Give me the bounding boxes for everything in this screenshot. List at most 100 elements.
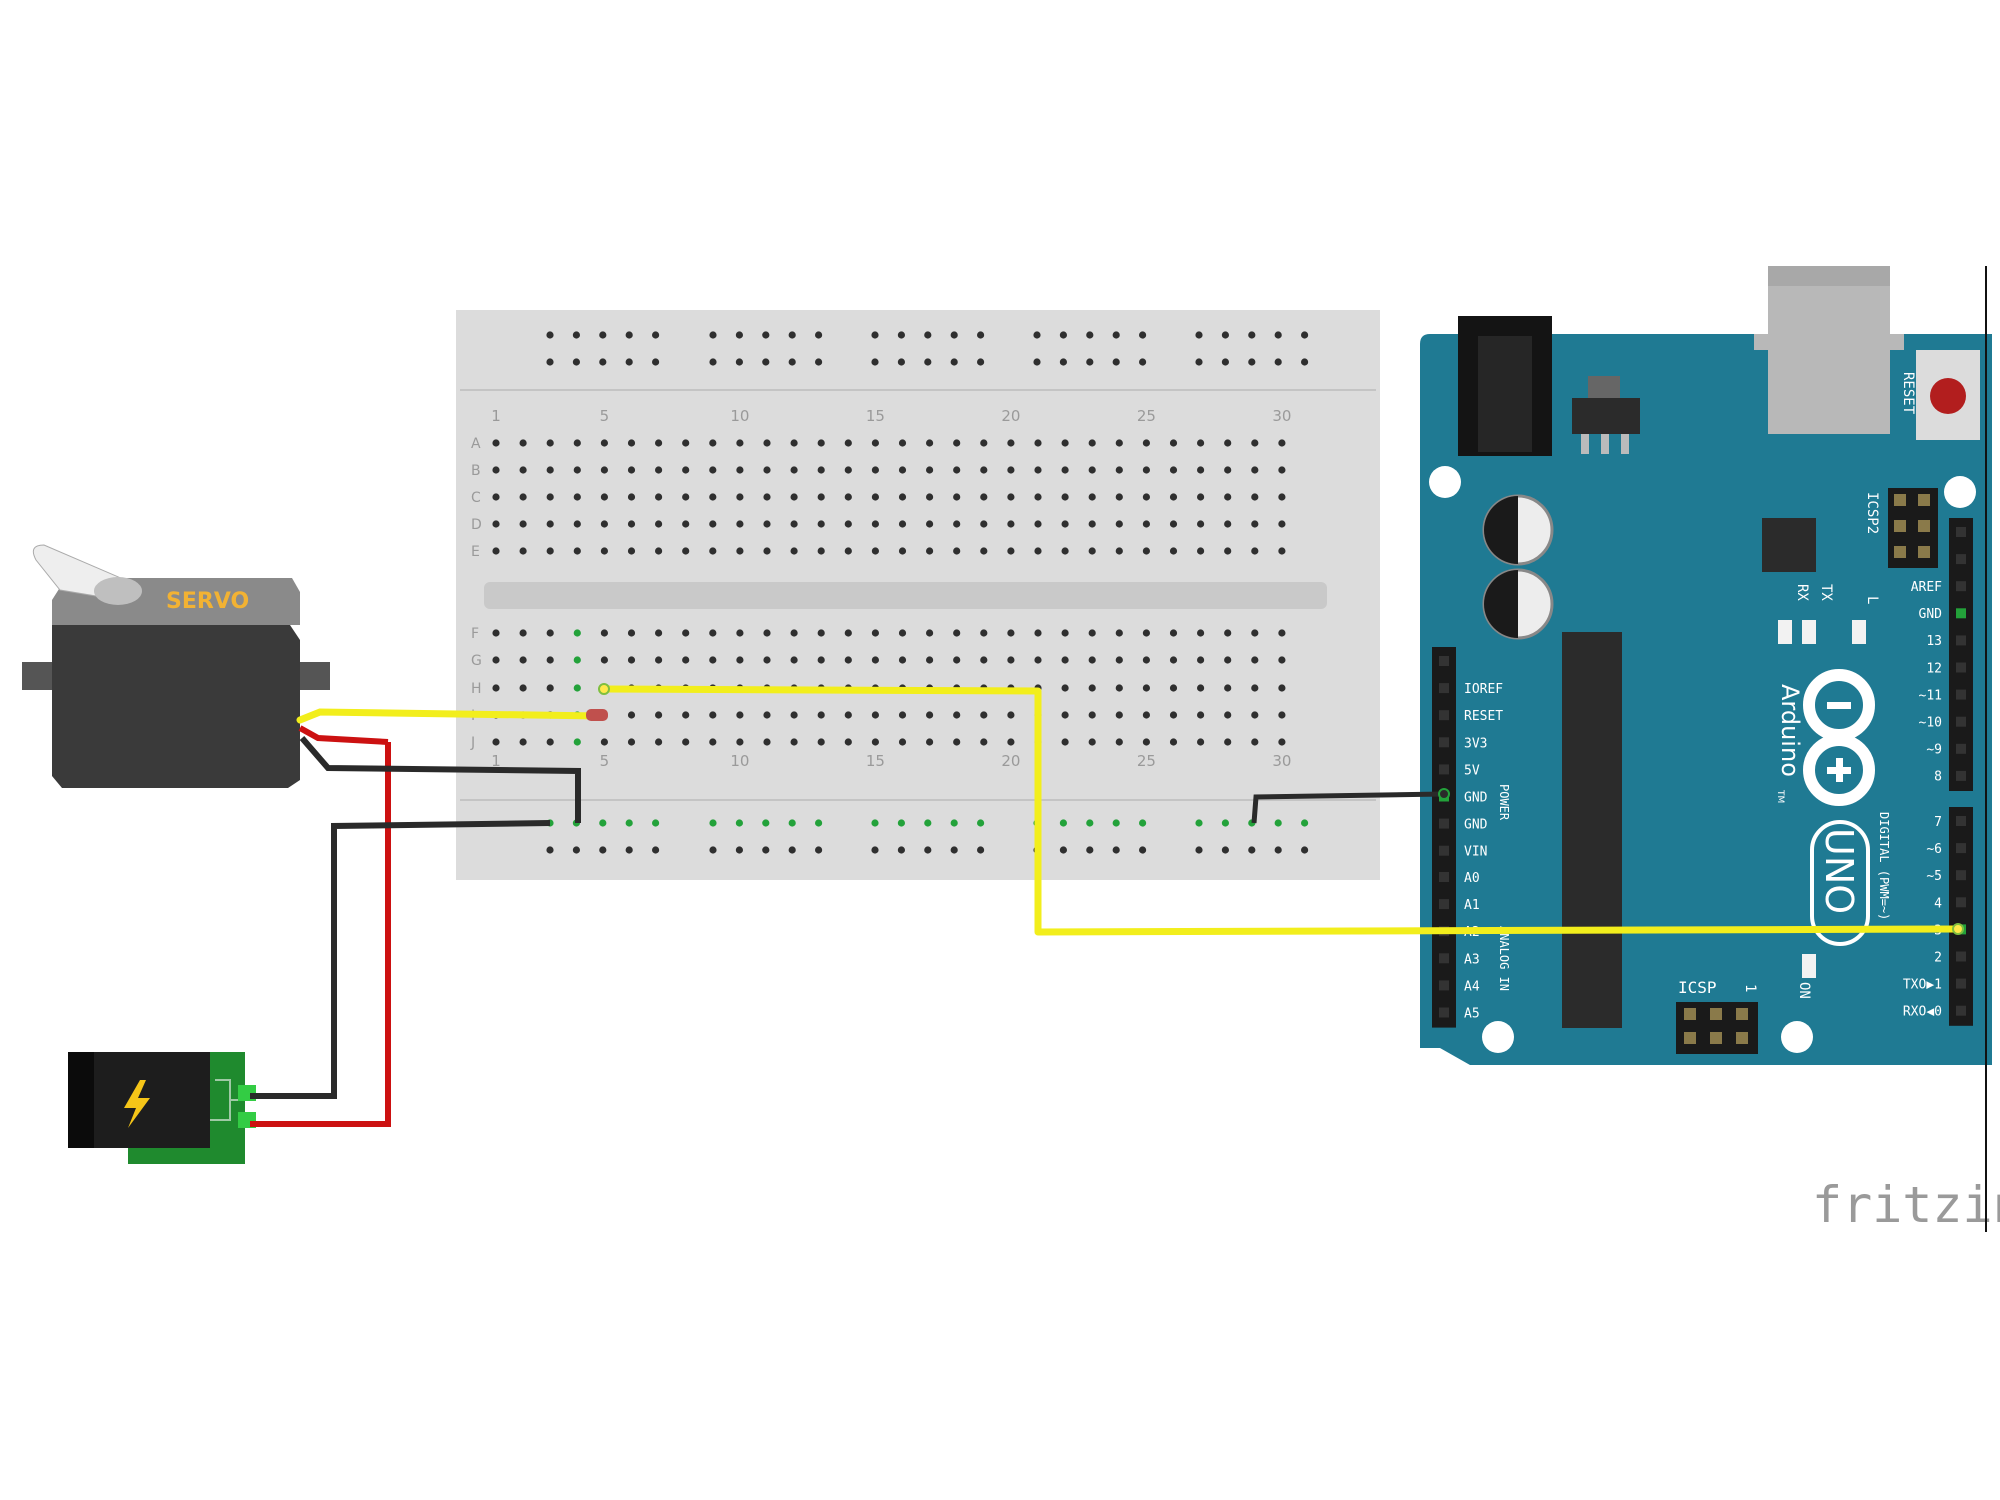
breadboard-hole[interactable] bbox=[627, 547, 636, 555]
breadboard-hole[interactable] bbox=[950, 846, 958, 854]
breadboard-hole[interactable] bbox=[1115, 738, 1123, 746]
breadboard-hole[interactable] bbox=[953, 656, 961, 664]
breadboard-hole[interactable] bbox=[1059, 819, 1067, 827]
breadboard-hole[interactable] bbox=[1278, 629, 1286, 637]
breadboard-hole[interactable] bbox=[763, 711, 771, 719]
header-pin[interactable] bbox=[1956, 662, 1966, 673]
breadboard-hole[interactable] bbox=[546, 738, 554, 746]
breadboard-hole[interactable] bbox=[709, 819, 717, 827]
breadboard-hole[interactable] bbox=[871, 711, 880, 719]
breadboard-hole[interactable] bbox=[817, 711, 825, 719]
breadboard-hole[interactable] bbox=[1224, 629, 1232, 637]
breadboard-hole[interactable] bbox=[953, 439, 961, 447]
breadboard-hole[interactable] bbox=[652, 358, 660, 366]
breadboard-hole[interactable] bbox=[625, 819, 633, 827]
breadboard-hole[interactable] bbox=[627, 629, 636, 637]
breadboard-hole[interactable] bbox=[736, 439, 744, 447]
breadboard-hole[interactable] bbox=[1197, 738, 1205, 746]
breadboard-hole[interactable] bbox=[709, 711, 717, 719]
breadboard-hole[interactable] bbox=[682, 493, 690, 501]
breadboard-hole[interactable] bbox=[546, 547, 554, 555]
breadboard-hole[interactable] bbox=[736, 629, 744, 637]
breadboard-hole[interactable] bbox=[844, 439, 852, 447]
breadboard-hole[interactable] bbox=[546, 656, 554, 664]
header-pin[interactable] bbox=[1956, 870, 1966, 881]
breadboard-hole[interactable] bbox=[815, 358, 823, 366]
breadboard-hole[interactable] bbox=[1274, 331, 1282, 339]
breadboard-hole[interactable] bbox=[1142, 656, 1150, 664]
breadboard-hole[interactable] bbox=[953, 711, 961, 719]
breadboard-hole[interactable] bbox=[1169, 520, 1178, 528]
breadboard-hole[interactable] bbox=[655, 711, 663, 719]
breadboard-hole[interactable] bbox=[980, 466, 988, 474]
breadboard-hole[interactable] bbox=[655, 439, 663, 447]
header-pin[interactable] bbox=[1439, 953, 1449, 964]
breadboard-hole[interactable] bbox=[953, 547, 961, 555]
breadboard-hole[interactable] bbox=[573, 493, 581, 501]
breadboard-hole[interactable] bbox=[627, 493, 636, 501]
breadboard-hole[interactable] bbox=[546, 629, 554, 637]
breadboard-hole[interactable] bbox=[926, 520, 934, 528]
breadboard-hole[interactable] bbox=[655, 547, 663, 555]
breadboard-hole[interactable] bbox=[1034, 439, 1042, 447]
breadboard-hole[interactable] bbox=[1061, 711, 1069, 719]
breadboard-hole[interactable] bbox=[790, 711, 798, 719]
header-pin[interactable] bbox=[1956, 978, 1966, 989]
header-pin[interactable] bbox=[1439, 710, 1449, 721]
breadboard-hole[interactable] bbox=[1139, 846, 1147, 854]
breadboard-hole[interactable] bbox=[1059, 846, 1067, 854]
breadboard-hole[interactable] bbox=[977, 846, 985, 854]
breadboard-hole[interactable] bbox=[1221, 331, 1229, 339]
breadboard-hole[interactable] bbox=[600, 738, 609, 746]
breadboard-hole[interactable] bbox=[1088, 493, 1096, 501]
breadboard-hole[interactable] bbox=[980, 520, 988, 528]
breadboard-hole[interactable] bbox=[788, 331, 796, 339]
breadboard-hole[interactable] bbox=[1274, 819, 1282, 827]
breadboard-hole[interactable] bbox=[1115, 629, 1123, 637]
breadboard-hole[interactable] bbox=[1061, 439, 1069, 447]
header-pin[interactable] bbox=[1439, 1007, 1449, 1018]
breadboard-hole[interactable] bbox=[1224, 439, 1232, 447]
breadboard-hole[interactable] bbox=[1197, 520, 1205, 528]
header-pin[interactable] bbox=[1956, 716, 1966, 727]
breadboard-hole[interactable] bbox=[977, 331, 985, 339]
breadboard-hole[interactable] bbox=[950, 358, 958, 366]
breadboard-hole[interactable] bbox=[1169, 629, 1178, 637]
breadboard-hole[interactable] bbox=[817, 520, 825, 528]
breadboard-hole[interactable] bbox=[1278, 466, 1286, 474]
breadboard-hole[interactable] bbox=[871, 466, 880, 474]
breadboard-hole[interactable] bbox=[844, 466, 852, 474]
breadboard-hole[interactable] bbox=[871, 819, 879, 827]
breadboard-hole[interactable] bbox=[871, 629, 880, 637]
breadboard-hole[interactable] bbox=[1088, 738, 1096, 746]
breadboard-hole[interactable] bbox=[492, 466, 500, 474]
breadboard-hole[interactable] bbox=[573, 439, 581, 447]
breadboard-hole[interactable] bbox=[709, 466, 717, 474]
header-pin[interactable] bbox=[1439, 818, 1449, 829]
breadboard-hole[interactable] bbox=[817, 547, 825, 555]
breadboard-hole[interactable] bbox=[1251, 629, 1259, 637]
breadboard-hole[interactable] bbox=[1033, 358, 1041, 366]
breadboard-hole[interactable] bbox=[897, 358, 906, 366]
breadboard-hole[interactable] bbox=[953, 466, 961, 474]
header-pin[interactable] bbox=[1439, 683, 1449, 694]
breadboard-hole[interactable] bbox=[546, 439, 554, 447]
breadboard-hole[interactable] bbox=[1195, 358, 1203, 366]
breadboard-hole[interactable] bbox=[573, 547, 581, 555]
breadboard-hole[interactable] bbox=[709, 629, 717, 637]
header-pin[interactable] bbox=[1956, 816, 1966, 826]
breadboard-hole[interactable] bbox=[950, 819, 958, 827]
breadboard-hole[interactable] bbox=[1142, 439, 1150, 447]
breadboard-hole[interactable] bbox=[1278, 493, 1286, 501]
breadboard-hole[interactable] bbox=[1034, 629, 1042, 637]
header-pin[interactable] bbox=[1956, 770, 1966, 781]
breadboard-hole[interactable] bbox=[519, 684, 527, 692]
breadboard-hole[interactable] bbox=[652, 819, 660, 827]
header-pin[interactable] bbox=[1439, 980, 1449, 991]
breadboard-hole[interactable] bbox=[898, 738, 907, 746]
breadboard-hole[interactable] bbox=[600, 520, 609, 528]
header-pin[interactable] bbox=[1956, 843, 1966, 854]
breadboard-hole[interactable] bbox=[1059, 358, 1067, 366]
breadboard-hole[interactable] bbox=[709, 331, 717, 339]
breadboard-hole[interactable] bbox=[953, 520, 961, 528]
